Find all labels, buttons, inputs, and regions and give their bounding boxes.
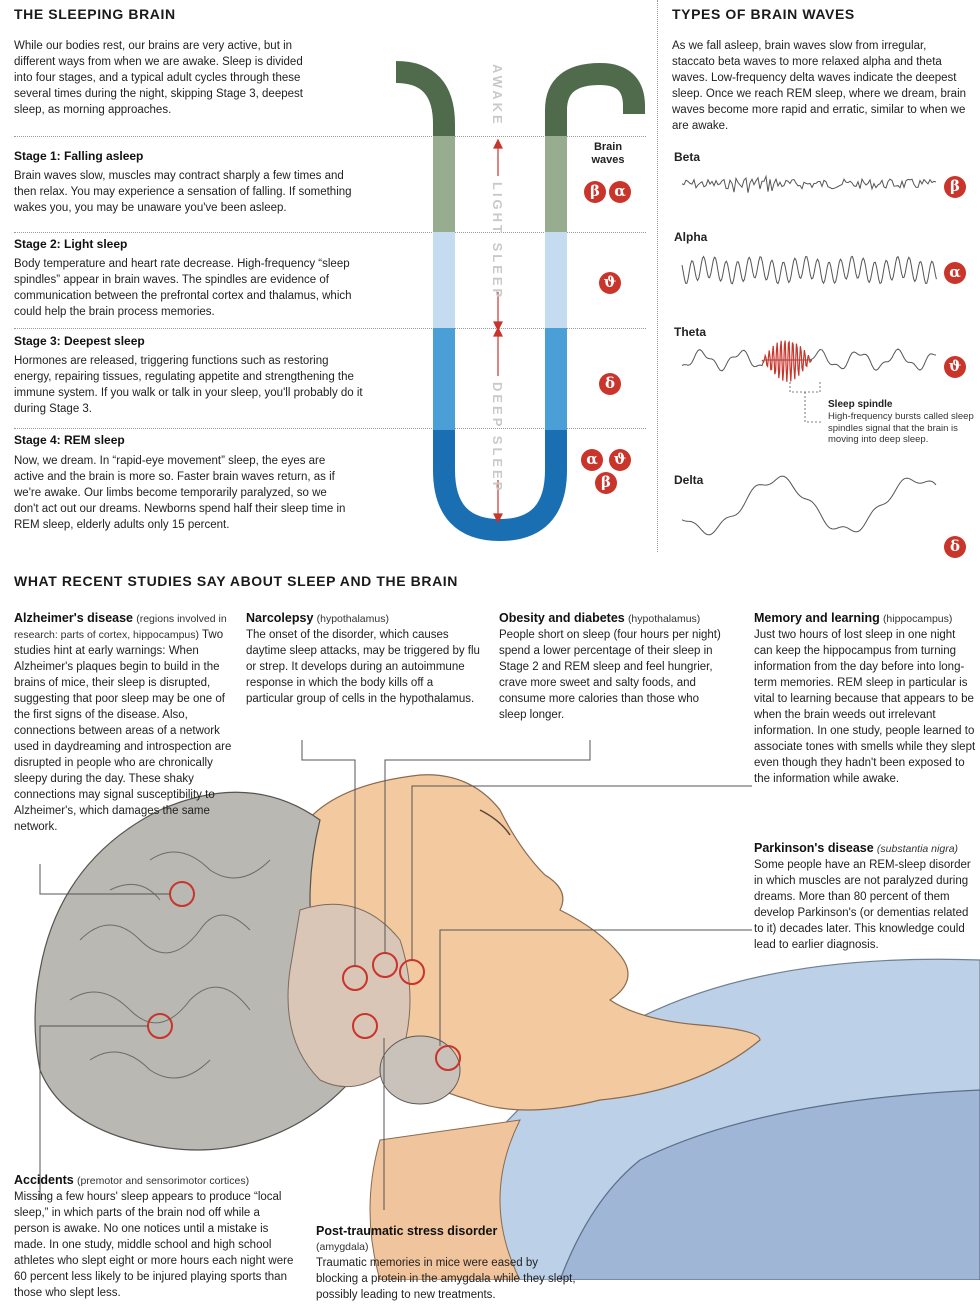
tube-stage1-left xyxy=(433,136,455,232)
brain-waves-title: TYPES OF BRAIN WAVES xyxy=(672,6,855,22)
alpha-symbol-icon: α xyxy=(944,262,966,284)
stage-1-body: Brain waves slow, muscles may contract s… xyxy=(14,170,352,214)
stage1-beta-symbol-icon: β xyxy=(584,181,606,203)
stage-4-body: Now, we dream. In “rapid-eye movement” s… xyxy=(14,455,346,531)
study-memory-region: (hippocampus) xyxy=(882,613,953,625)
beta-wave-label: Beta xyxy=(674,150,701,164)
ptsd-region-marker xyxy=(352,1013,378,1039)
rem-theta-symbol-icon: ϑ xyxy=(609,449,631,471)
study-memory: Memory and learning (hippocampus) Just t… xyxy=(754,610,976,787)
study-alzheimers-region: (regions involved in research: parts of … xyxy=(14,613,227,641)
study-memory-body: Just two hours of lost sleep in one nigh… xyxy=(754,629,976,785)
tube-label-awake: AWAKE xyxy=(490,64,505,127)
study-narcolepsy-region: (hypothalamus) xyxy=(316,613,389,625)
cerebellum-shape xyxy=(379,1035,461,1105)
brain-folds xyxy=(69,851,271,1079)
tube-awake-right xyxy=(545,62,645,136)
sleep-spindle-title: Sleep spindle xyxy=(828,399,893,410)
stage-4-title: Stage 4: REM sleep xyxy=(14,433,125,447)
study-narcolepsy-title: Narcolepsy xyxy=(246,611,314,625)
study-parkinsons: Parkinson's disease (substantia nigra) S… xyxy=(754,840,976,953)
sleeping-brain-intro: While our bodies rest, our brains are ve… xyxy=(14,40,303,116)
study-alzheimers-body: Two studies hint at early warnings: When… xyxy=(14,629,232,833)
study-accidents-body: Missing a few hours' sleep appears to pr… xyxy=(14,1191,294,1299)
stage3-delta-symbol-icon: δ xyxy=(599,373,621,395)
tube-rem-bottom xyxy=(433,430,567,542)
stage-3-title: Stage 3: Deepest sleep xyxy=(14,334,145,348)
closed-eye xyxy=(479,809,511,836)
study-obesity-body: People short on sleep (four hours per ni… xyxy=(499,629,721,721)
sleep-tube-left xyxy=(395,61,455,430)
study-accidents-title: Accidents xyxy=(14,1173,74,1187)
stage2-theta-symbol-icon: ϑ xyxy=(599,272,621,294)
study-ptsd: Post-traumatic stress disorder (amygdala… xyxy=(316,1223,576,1303)
study-obesity: Obesity and diabetes (hypothalamus) Peop… xyxy=(499,610,721,723)
stage-2-title: Stage 2: Light sleep xyxy=(14,237,128,251)
stage-divider xyxy=(14,232,646,233)
sleep-spindle-body: High-frequency bursts called sleep spind… xyxy=(828,411,974,445)
neck-shape xyxy=(369,1119,521,1280)
brain-waves-intro: As we fall asleep, brain waves slow from… xyxy=(672,40,967,132)
tube-stage3-left xyxy=(433,328,455,430)
sleep-tube-right xyxy=(545,62,645,430)
tube-stage1-right xyxy=(545,136,567,232)
alpha-wave-trace xyxy=(681,255,937,285)
study-parkinsons-region: (substantia nigra) xyxy=(876,843,959,855)
study-parkinsons-body: Some people have an REM-sleep disorder i… xyxy=(754,859,971,951)
sleeping-brain-title: THE SLEEPING BRAIN xyxy=(14,6,176,22)
study-narcolepsy: Narcolepsy (hypothalamus) The onset of t… xyxy=(246,610,480,707)
shoulder-shape xyxy=(559,1089,980,1280)
stage-divider xyxy=(14,136,646,137)
tube-awake-left xyxy=(395,61,455,136)
study-ptsd-title: Post-traumatic stress disorder xyxy=(316,1224,498,1238)
delta-symbol-icon: δ xyxy=(944,536,966,558)
sleep-spindle-trace xyxy=(761,340,813,382)
study-ptsd-body: Traumatic memories in mice were eased by… xyxy=(316,1257,576,1301)
callout-leader-lines xyxy=(39,740,752,1210)
study-alzheimers-title: Alzheimer's disease xyxy=(14,611,134,625)
study-memory-title: Memory and learning xyxy=(754,611,880,625)
theta-wave-label: Theta xyxy=(674,325,707,339)
brain-wave-traces xyxy=(681,174,937,536)
study-accidents-region: (premotor and sensorimotor cortices) xyxy=(76,1175,250,1187)
brain-waves-column-label: Brain waves xyxy=(591,141,625,166)
study-alzheimers: Alzheimer's disease (regions involved in… xyxy=(14,610,236,835)
delta-wave-trace xyxy=(681,475,937,536)
studies-title: WHAT RECENT STUDIES SAY ABOUT SLEEP AND … xyxy=(14,573,458,589)
study-ptsd-region: (amygdala) xyxy=(316,1241,369,1253)
stage-divider xyxy=(14,428,646,429)
tube-label-deep-sleep: DEEP SLEEP xyxy=(490,382,505,494)
study-parkinsons-title: Parkinson's disease xyxy=(754,841,874,855)
stage-divider xyxy=(14,328,646,329)
sleeping-head-illustration xyxy=(34,740,980,1280)
spindle-bracket xyxy=(789,382,821,393)
alpha-wave-label: Alpha xyxy=(674,230,708,244)
theta-symbol-icon: ϑ xyxy=(944,356,966,378)
study-obesity-title: Obesity and diabetes xyxy=(499,611,625,625)
rem-beta-symbol-icon: β xyxy=(595,472,617,494)
stage-1-title: Stage 1: Falling asleep xyxy=(14,149,144,163)
study-obesity-region: (hypothalamus) xyxy=(627,613,701,625)
rem-alpha-symbol-icon: α xyxy=(581,449,603,471)
tube-stage3-right xyxy=(545,328,567,430)
delta-wave-label: Delta xyxy=(674,473,704,487)
beta-wave-trace xyxy=(681,174,937,193)
tube-stage2-right xyxy=(545,232,567,328)
tube-stage2-left xyxy=(433,232,455,328)
beta-symbol-icon: β xyxy=(944,176,966,198)
stage-2-body: Body temperature and heart rate decrease… xyxy=(14,258,352,318)
stage-range-arrows xyxy=(493,138,503,524)
study-narcolepsy-body: The onset of the disorder, which causes … xyxy=(246,629,480,705)
stage-3-body: Hormones are released, triggering functi… xyxy=(14,355,363,415)
parkinsons-region-marker xyxy=(435,1045,461,1071)
sleep-stage-tube-diagram xyxy=(395,61,645,542)
study-accidents: Accidents (premotor and sensorimotor cor… xyxy=(14,1172,294,1301)
stage1-alpha-symbol-icon: α xyxy=(609,181,631,203)
spindle-callout-line xyxy=(804,392,822,423)
tube-label-light-sleep: LIGHT SLEEP xyxy=(490,182,505,301)
panel-divider xyxy=(657,0,658,552)
